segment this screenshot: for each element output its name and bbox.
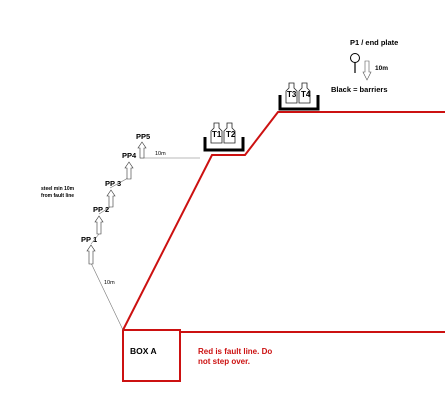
target-bay-t3-t4: T3 T4 bbox=[278, 82, 320, 111]
position-pp5: PP5 bbox=[136, 132, 150, 159]
target-t2: T2 bbox=[223, 122, 236, 144]
steel-note-line2: from fault line bbox=[41, 193, 74, 199]
position-pp2: PP 2 bbox=[93, 205, 109, 235]
arrow-up-icon bbox=[86, 244, 96, 265]
distance-label-p1: 10m bbox=[375, 65, 388, 72]
arrow-up-icon bbox=[94, 215, 104, 235]
target-t1-label: T1 bbox=[212, 130, 222, 139]
steel-note-line1: steel min 10m bbox=[41, 186, 75, 192]
steel-note: steel min 10m from fault line bbox=[41, 186, 75, 199]
guide-line-pp3-pp4 bbox=[109, 177, 129, 189]
end-plate-p1: P1 / end plate 10m bbox=[350, 38, 398, 81]
target-t1: T1 bbox=[210, 122, 223, 144]
box-a-frame bbox=[122, 329, 181, 382]
target-silhouette-icon bbox=[298, 82, 311, 104]
fault-line bbox=[122, 111, 445, 333]
target-silhouette-icon bbox=[223, 122, 236, 144]
arrow-up-icon bbox=[106, 189, 116, 208]
guide-lines bbox=[90, 157, 200, 331]
distance-label-pp4-t1: 10m bbox=[155, 151, 166, 157]
position-pp3-label: PP 3 bbox=[105, 179, 121, 188]
target-t4: T4 bbox=[298, 82, 311, 104]
steel-plate-icon bbox=[350, 53, 360, 63]
box-a: BOX A bbox=[122, 329, 181, 382]
position-pp1: PP 1 bbox=[81, 235, 97, 265]
target-bay-t1-t2: T1 T2 bbox=[203, 122, 245, 152]
position-pp3: PP 3 bbox=[105, 179, 121, 208]
target-t4-label: T4 bbox=[301, 90, 311, 99]
target-t2-label: T2 bbox=[226, 130, 236, 139]
arrow-up-icon bbox=[137, 141, 147, 159]
fault-line-upper bbox=[122, 111, 445, 331]
position-pp2-label: PP 2 bbox=[93, 205, 109, 214]
arrow-up-icon bbox=[124, 161, 134, 180]
guide-line-pp1-pp2 bbox=[90, 233, 100, 245]
distance-label-pp1-box: 10m bbox=[104, 280, 115, 286]
guide-line-pp2-pp3 bbox=[98, 206, 111, 215]
barrier-legend: Black = barriers bbox=[331, 85, 388, 94]
box-a-label: BOX A bbox=[130, 346, 157, 356]
fault-line-note: Red is fault line. Do not step over. bbox=[198, 347, 272, 366]
target-silhouette-icon bbox=[210, 122, 223, 144]
target-t3-label: T3 bbox=[287, 90, 297, 99]
end-plate-label: P1 / end plate bbox=[350, 38, 398, 47]
barrier-t3-t4 bbox=[278, 95, 320, 111]
position-pp1-label: PP 1 bbox=[81, 235, 97, 244]
position-pp4-label: PP4 bbox=[122, 151, 137, 160]
target-t3: T3 bbox=[285, 82, 298, 104]
position-pp5-label: PP5 bbox=[136, 132, 150, 141]
guide-line-pp1-to-box bbox=[90, 262, 124, 331]
arrow-down-icon bbox=[362, 60, 372, 81]
position-pp4: PP4 bbox=[122, 151, 137, 180]
barrier-t1-t2 bbox=[203, 137, 245, 152]
fault-note-line2: not step over. bbox=[198, 357, 250, 366]
fault-note-line1: Red is fault line. Do bbox=[198, 347, 272, 356]
target-silhouette-icon bbox=[285, 82, 298, 104]
